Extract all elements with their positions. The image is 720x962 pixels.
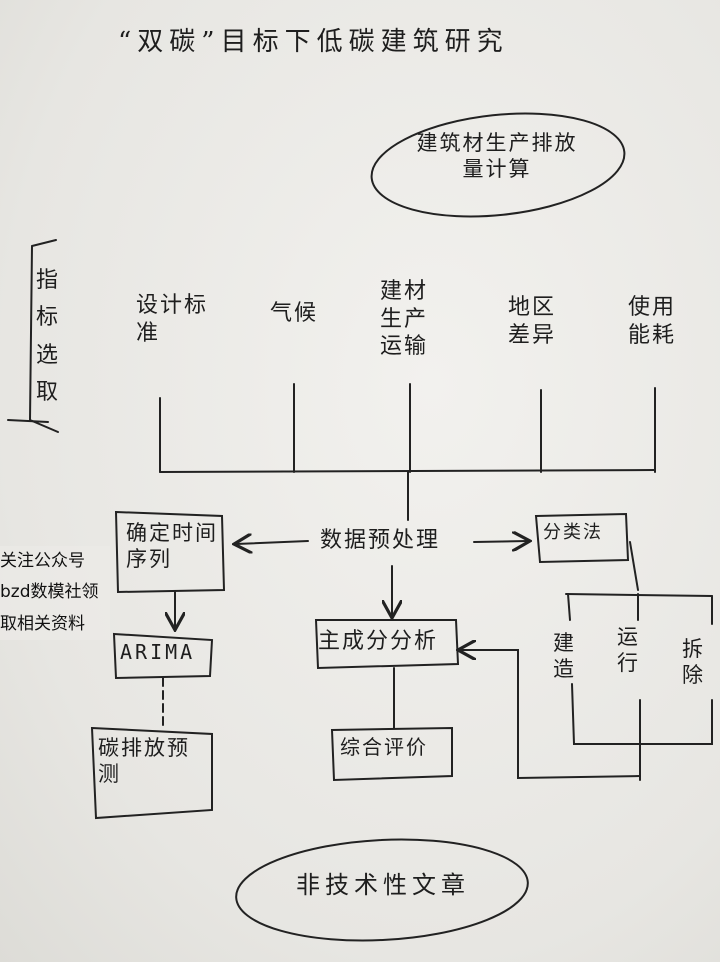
diagram-title: “双碳”目标下低碳建筑研究 — [118, 27, 509, 57]
pca-box — [314, 619, 460, 670]
forecast-box — [90, 726, 213, 820]
classification-box — [534, 512, 630, 564]
indicator-climate: 气候 — [270, 301, 319, 326]
arima-box — [112, 632, 214, 680]
arima-label: ARIMA — [120, 640, 196, 664]
non-technical-label: 非技术性文章 — [296, 871, 470, 899]
indicator-regional-difference: 地区差异 — [508, 295, 557, 348]
timeseries-box — [114, 510, 226, 594]
stage-operation: 运行 — [617, 625, 640, 676]
left-box-outline — [28, 239, 59, 433]
bottom-oval — [235, 838, 529, 942]
indicator-design-standard: 设计标准 — [136, 293, 209, 346]
return-line — [460, 650, 641, 780]
stage-bottom-1 — [571, 683, 713, 745]
stage-demolition: 拆除 — [682, 637, 705, 688]
preprocess-label: 数据预处理 — [320, 528, 441, 553]
class-down — [629, 541, 639, 591]
indicator-selection-label: 指标选取 — [36, 268, 61, 406]
stage-line-1 — [567, 593, 571, 621]
watermark-text: 关注公众号bzd数模社领取相关资料 — [0, 546, 110, 641]
top-oval — [370, 112, 626, 218]
arrow-to-classification — [473, 541, 528, 542]
indicator-material-transport: 建材生产运输 — [380, 279, 429, 359]
pca-label: 主成分分析 — [318, 629, 439, 654]
indicator-energy-use: 使用能耗 — [628, 295, 677, 348]
stage-construction: 建造 — [553, 631, 576, 682]
evaluation-box — [330, 726, 453, 782]
classification-label: 分类法 — [543, 522, 603, 543]
arrow-to-timeseries — [236, 541, 309, 544]
forecast-label: 碳排放预测 — [98, 736, 190, 787]
evaluation-label: 综合评价 — [340, 735, 428, 759]
timeseries-label: 确定时间序列 — [126, 521, 218, 572]
emission-calc-label: 建筑材生产排放量计算 — [416, 131, 578, 182]
indicator-bus — [159, 469, 656, 473]
